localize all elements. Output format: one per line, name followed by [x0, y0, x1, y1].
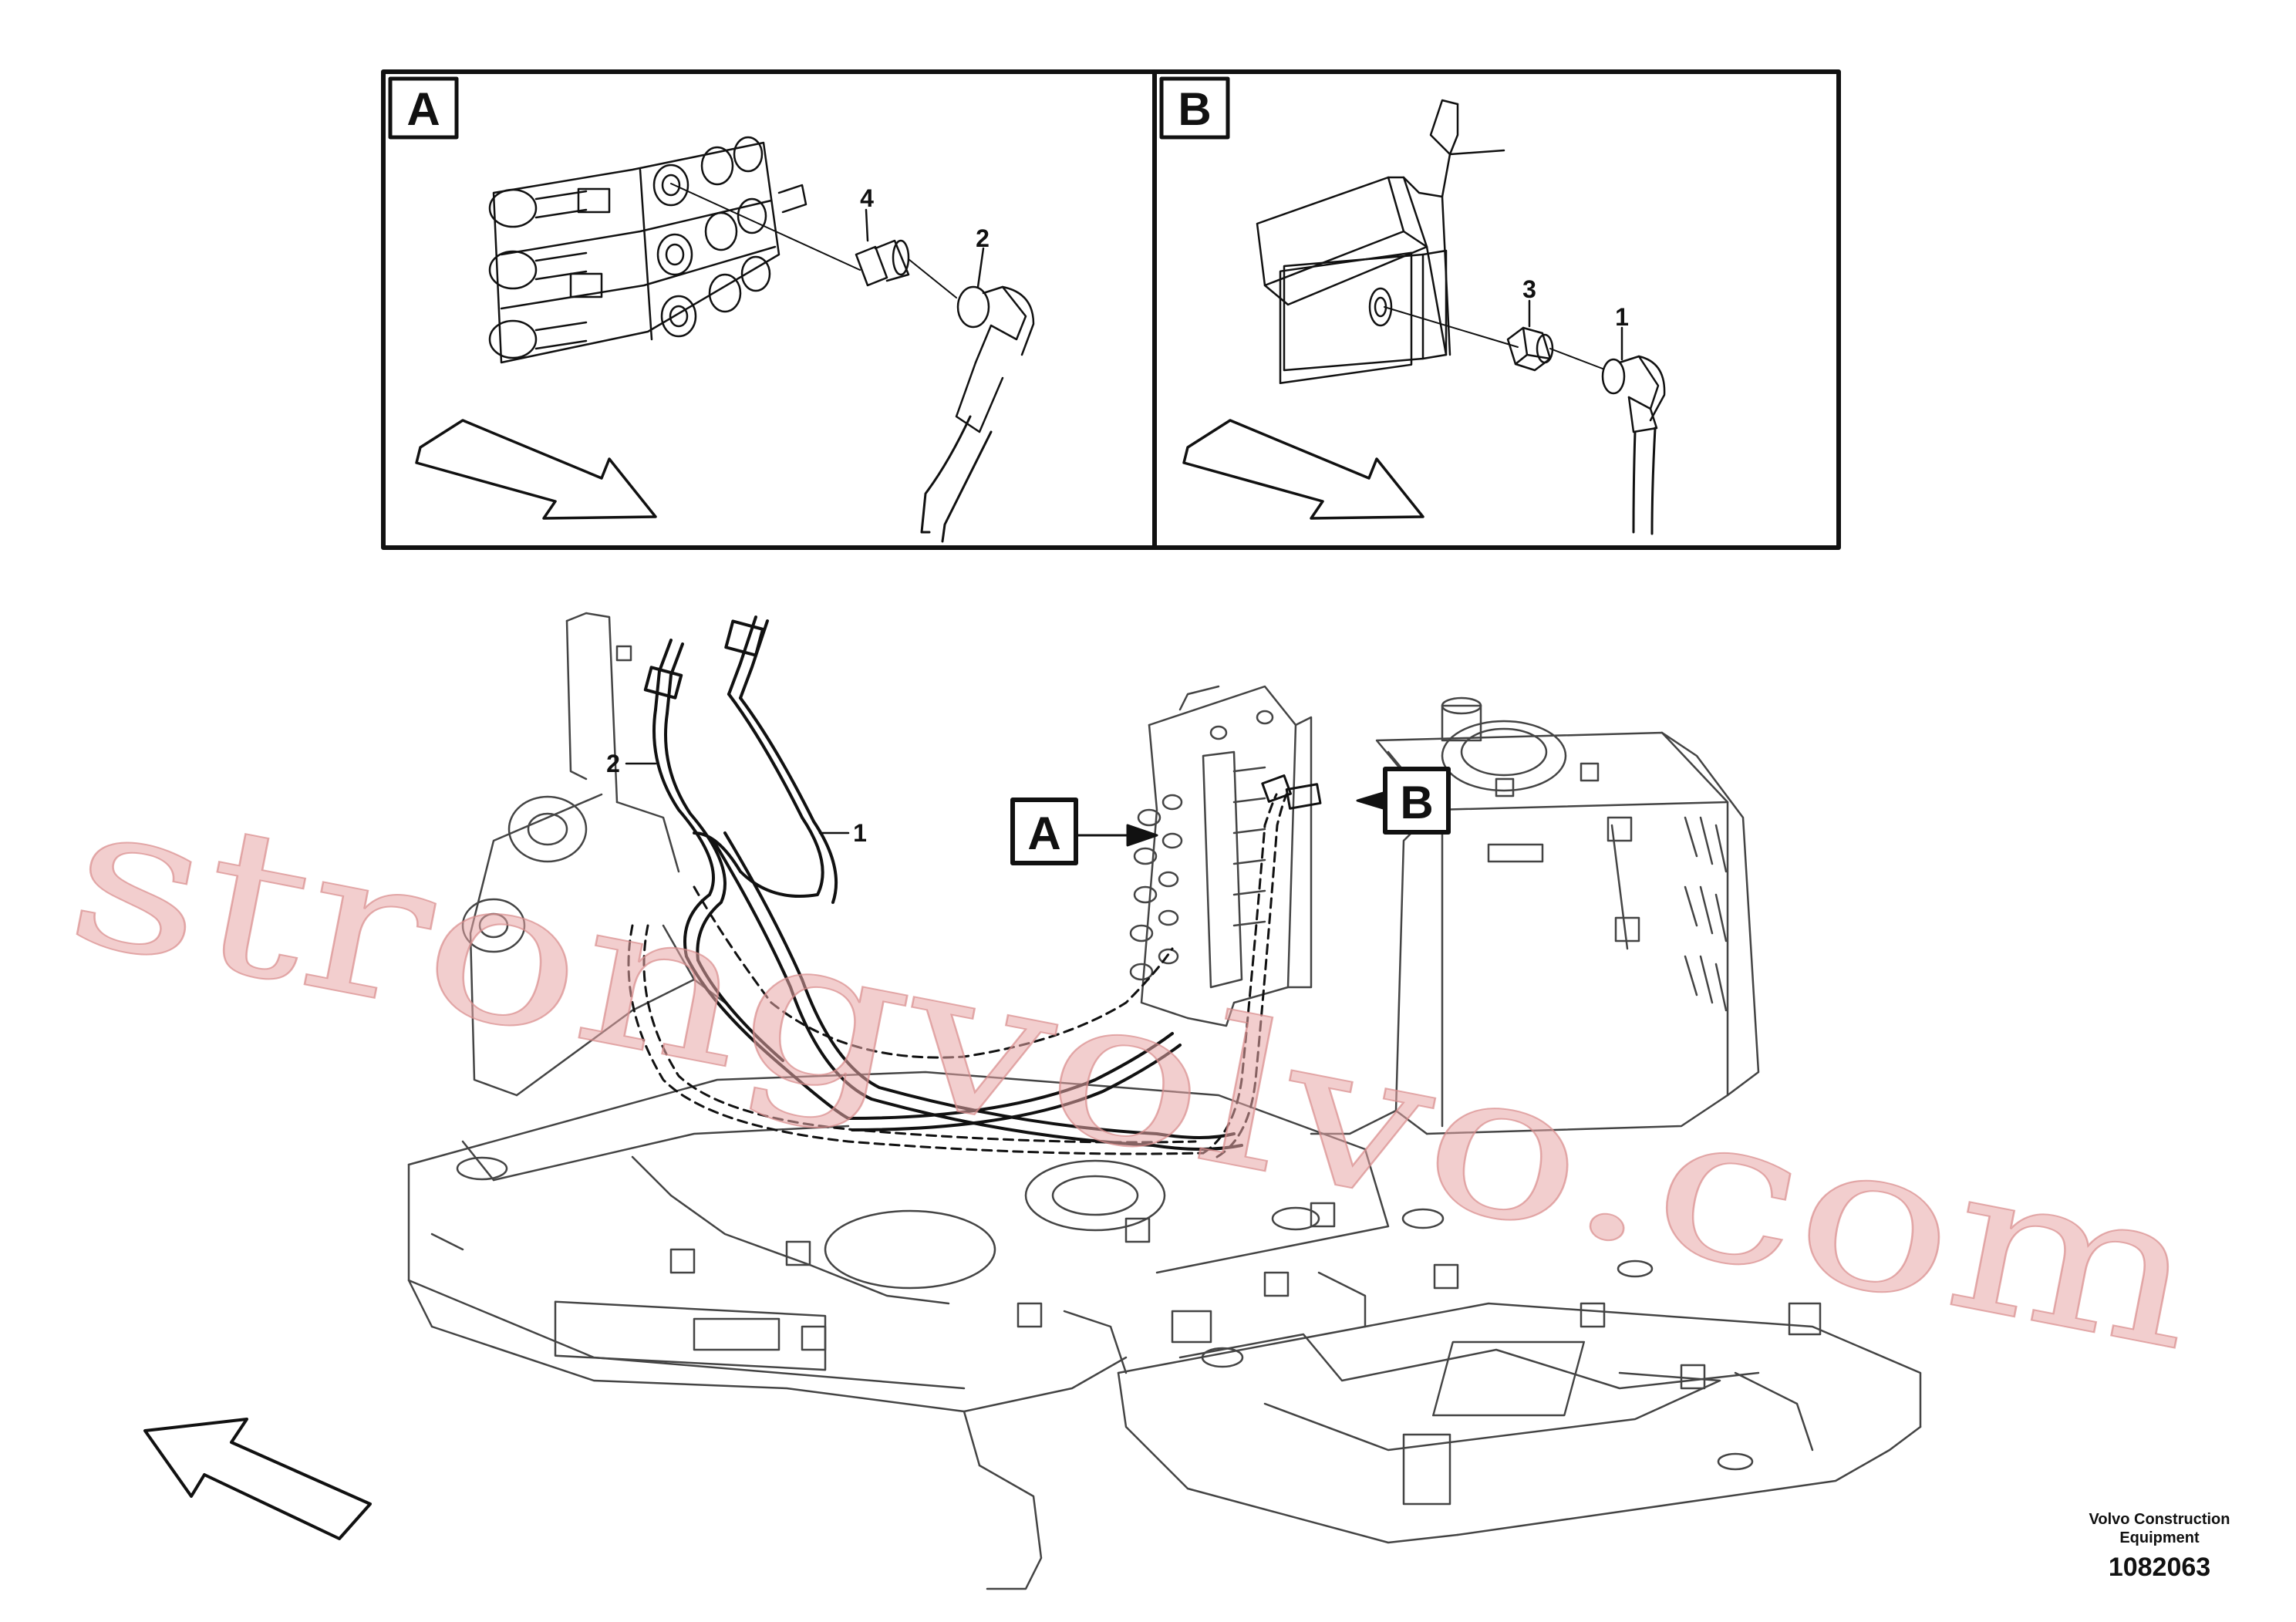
detail-frame-b: [1152, 69, 1841, 550]
main-assembly-view: [407, 612, 1922, 1590]
watermark-text: strongvolvo.com: [52, 755, 2217, 1396]
pointer-box-a: [1010, 798, 1078, 865]
leader-a-port: [670, 183, 861, 271]
direction-arrow-b: [1182, 419, 1424, 520]
control-valve-block: [488, 136, 807, 364]
main-fitting-b: [1261, 774, 1322, 810]
leader-b-reducer-hose: [1549, 348, 1603, 369]
tank-port-block: [1256, 99, 1505, 384]
detail-view-b: [1152, 69, 1841, 550]
hidden-hose-routes: [627, 793, 1288, 1158]
direction-arrow-main: [143, 1418, 372, 1540]
hose-line-1: [693, 615, 1243, 1151]
main-control-valve: [1129, 685, 1313, 1027]
callout-a-item-4: 4: [860, 184, 874, 212]
company-line-2: Equipment: [2119, 1529, 2200, 1546]
callout-main-item-2: 2: [606, 750, 620, 777]
callout-a-item-2: 2: [976, 224, 990, 252]
pointer-label-b: B: [1400, 777, 1433, 828]
callout-b-item-1: 1: [1615, 303, 1629, 331]
drawing-credit: Volvo Construction Equipment 1082063: [2052, 1510, 2267, 1584]
boom-mount-tower: [461, 612, 727, 1097]
detail-label-b: B: [1178, 83, 1211, 135]
leader-b-port: [1384, 306, 1519, 348]
lower-frame: [1117, 1202, 1922, 1544]
locator-pointers: [1010, 767, 1451, 865]
pointer-label-a: A: [1027, 808, 1060, 859]
reducer-fitting-3: [1506, 326, 1554, 372]
hose-line-2: [643, 639, 1182, 1131]
hose-elbow-2: [920, 285, 1035, 543]
callout-main-item-1: 1: [853, 819, 867, 847]
callout-b-item-3: 3: [1522, 275, 1536, 303]
hose-elbow-1: [1601, 355, 1666, 535]
adapter-fitting-4: [855, 239, 910, 287]
detail-view-a: [381, 69, 1157, 550]
detail-label-a: A: [406, 83, 440, 135]
company-line-1: Volvo Construction: [2089, 1511, 2230, 1528]
detail-label-box-b: [1159, 76, 1230, 140]
leader-a-adapter-hose: [908, 258, 957, 298]
upper-frame-slab: [407, 1071, 1390, 1590]
direction-arrow-a: [415, 419, 657, 520]
pointer-box-b: [1383, 767, 1451, 835]
drawing-number: 1082063: [2108, 1553, 2211, 1582]
detail-label-box-a: [388, 76, 459, 140]
